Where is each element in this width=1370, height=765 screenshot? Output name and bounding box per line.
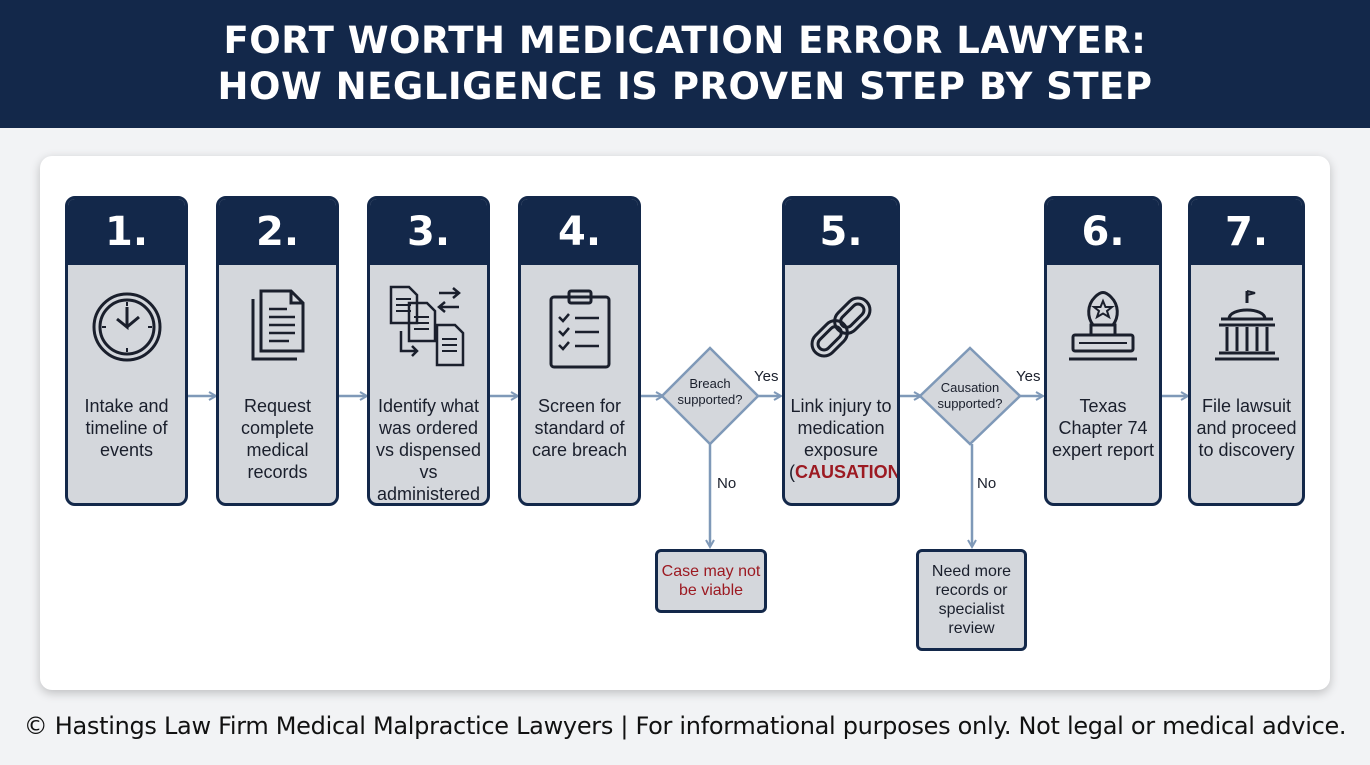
step-number: 3. bbox=[370, 199, 487, 265]
decision-diamond-causation bbox=[918, 346, 1022, 446]
documents-compare-icon bbox=[370, 283, 487, 367]
clipboard-checklist-icon bbox=[521, 287, 638, 369]
title-line-1: FORT WORTH MEDICATION ERROR LAWYER: bbox=[223, 19, 1147, 62]
document-icon bbox=[219, 287, 336, 369]
chain-link-icon bbox=[785, 287, 897, 369]
step-number: 2. bbox=[219, 199, 336, 265]
clock-icon bbox=[68, 287, 185, 369]
title-line-2: HOW NEGLIGENCE IS PROVEN STEP BY STEP bbox=[217, 65, 1153, 108]
no-label-causation: No bbox=[977, 475, 997, 492]
yes-label-causation: Yes bbox=[1016, 368, 1041, 385]
step-number: 5. bbox=[785, 199, 897, 265]
yes-label-breach: Yes bbox=[754, 368, 779, 385]
step-number: 7. bbox=[1191, 199, 1302, 265]
courthouse-icon bbox=[1191, 287, 1302, 369]
step-number: 1. bbox=[68, 199, 185, 265]
stamp-icon bbox=[1047, 287, 1159, 369]
no-label-breach: No bbox=[717, 475, 737, 492]
header-banner: FORT WORTH MEDICATION ERROR LAWYER: HOW … bbox=[0, 0, 1370, 128]
step-number: 4. bbox=[521, 199, 638, 265]
step-number: 6. bbox=[1047, 199, 1159, 265]
causation-highlight: CAUSATION bbox=[795, 462, 900, 482]
footer-disclaimer: © Hastings Law Firm Medical Malpractice … bbox=[23, 712, 1347, 740]
decision-diamond-breach bbox=[660, 346, 760, 446]
